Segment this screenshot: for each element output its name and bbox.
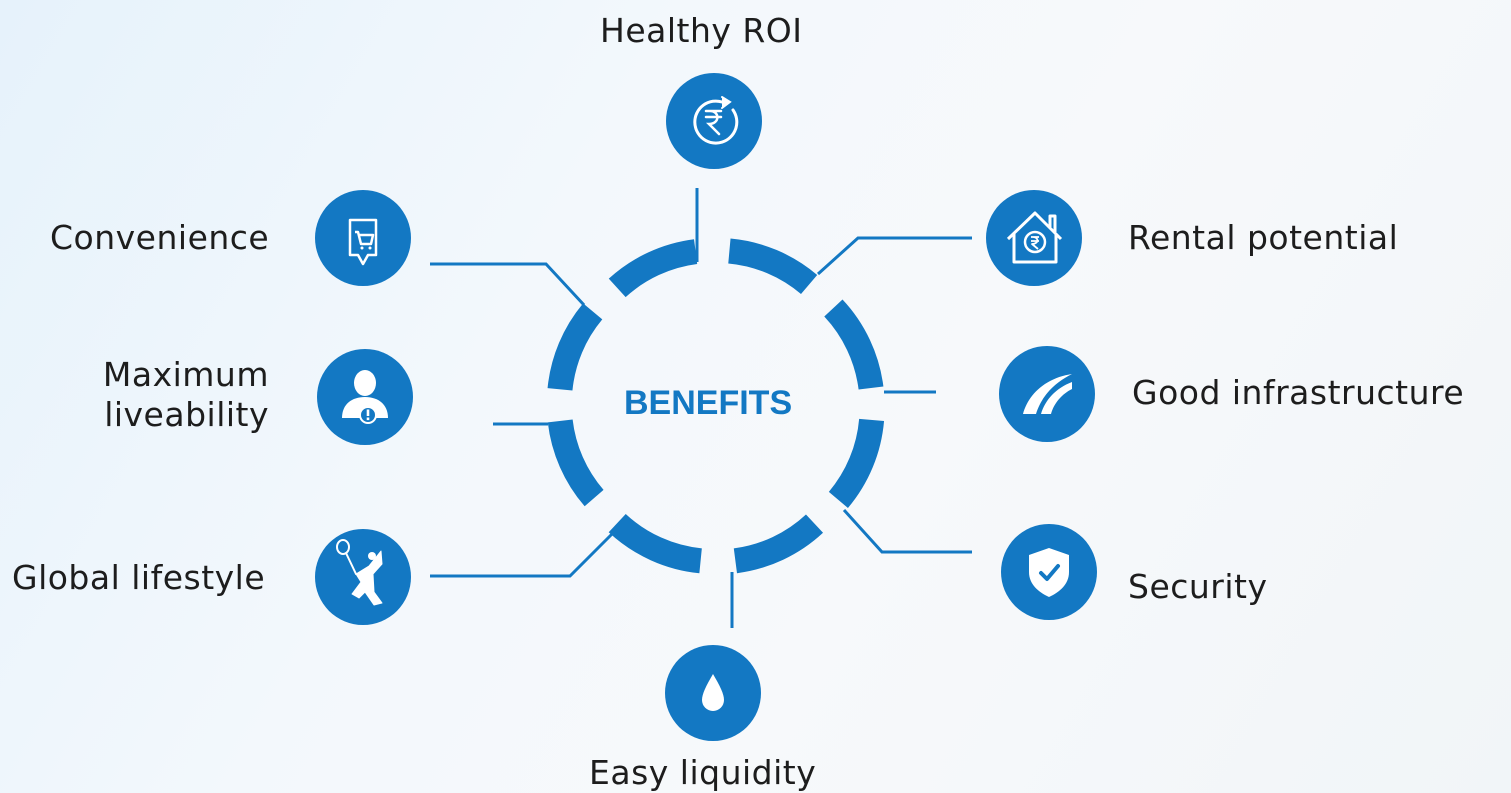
label-convenience: Convenience <box>50 218 270 257</box>
label-maximum-liveability-line2: liveability <box>104 394 269 434</box>
easy-liquidity-badge <box>665 645 761 741</box>
center-ring <box>547 238 885 574</box>
shopping-cart-sign-icon <box>348 218 378 266</box>
center-title: BENEFITS <box>624 384 793 422</box>
road-icon <box>1023 374 1072 414</box>
ring-segment <box>547 303 603 391</box>
label-maximum-liveability: Maximum liveability <box>103 355 269 434</box>
label-good-infrastructure: Good infrastructure <box>1132 373 1465 412</box>
water-drop-icon <box>702 674 724 711</box>
good-infrastructure-badge <box>999 346 1095 442</box>
label-easy-liquidity: Easy liquidity <box>589 753 817 792</box>
connector-line <box>430 532 614 578</box>
healthy-roi-badge <box>666 73 762 169</box>
ring-segment <box>547 419 604 507</box>
security-badge <box>1001 524 1097 620</box>
global-lifestyle-badge <box>315 529 411 625</box>
label-rental-potential: Rental potential <box>1128 218 1399 257</box>
rental-potential-badge <box>986 190 1082 286</box>
connector-line <box>430 262 586 307</box>
ring-segment <box>608 239 698 298</box>
badminton-player-icon <box>336 539 383 606</box>
connectors <box>430 188 972 628</box>
ring-segment <box>824 299 884 390</box>
ring-segment <box>733 514 824 574</box>
ring-segment <box>727 238 818 295</box>
shield-check-icon <box>1029 548 1069 597</box>
ring-segment <box>608 513 703 574</box>
connector-line <box>816 236 972 276</box>
maximum-liveability-badge <box>317 349 413 445</box>
label-global-lifestyle: Global lifestyle <box>12 558 266 597</box>
house-rupee-icon <box>1006 211 1063 264</box>
convenience-badge <box>315 190 411 286</box>
person-alert-icon <box>342 370 388 424</box>
connector-line <box>842 508 972 554</box>
label-maximum-liveability-line1: Maximum <box>102 355 269 394</box>
ring-segment <box>828 418 885 508</box>
label-healthy-roi: Healthy ROI <box>600 11 803 50</box>
rupee-cycle-icon <box>693 96 739 145</box>
label-security: Security <box>1128 567 1268 606</box>
